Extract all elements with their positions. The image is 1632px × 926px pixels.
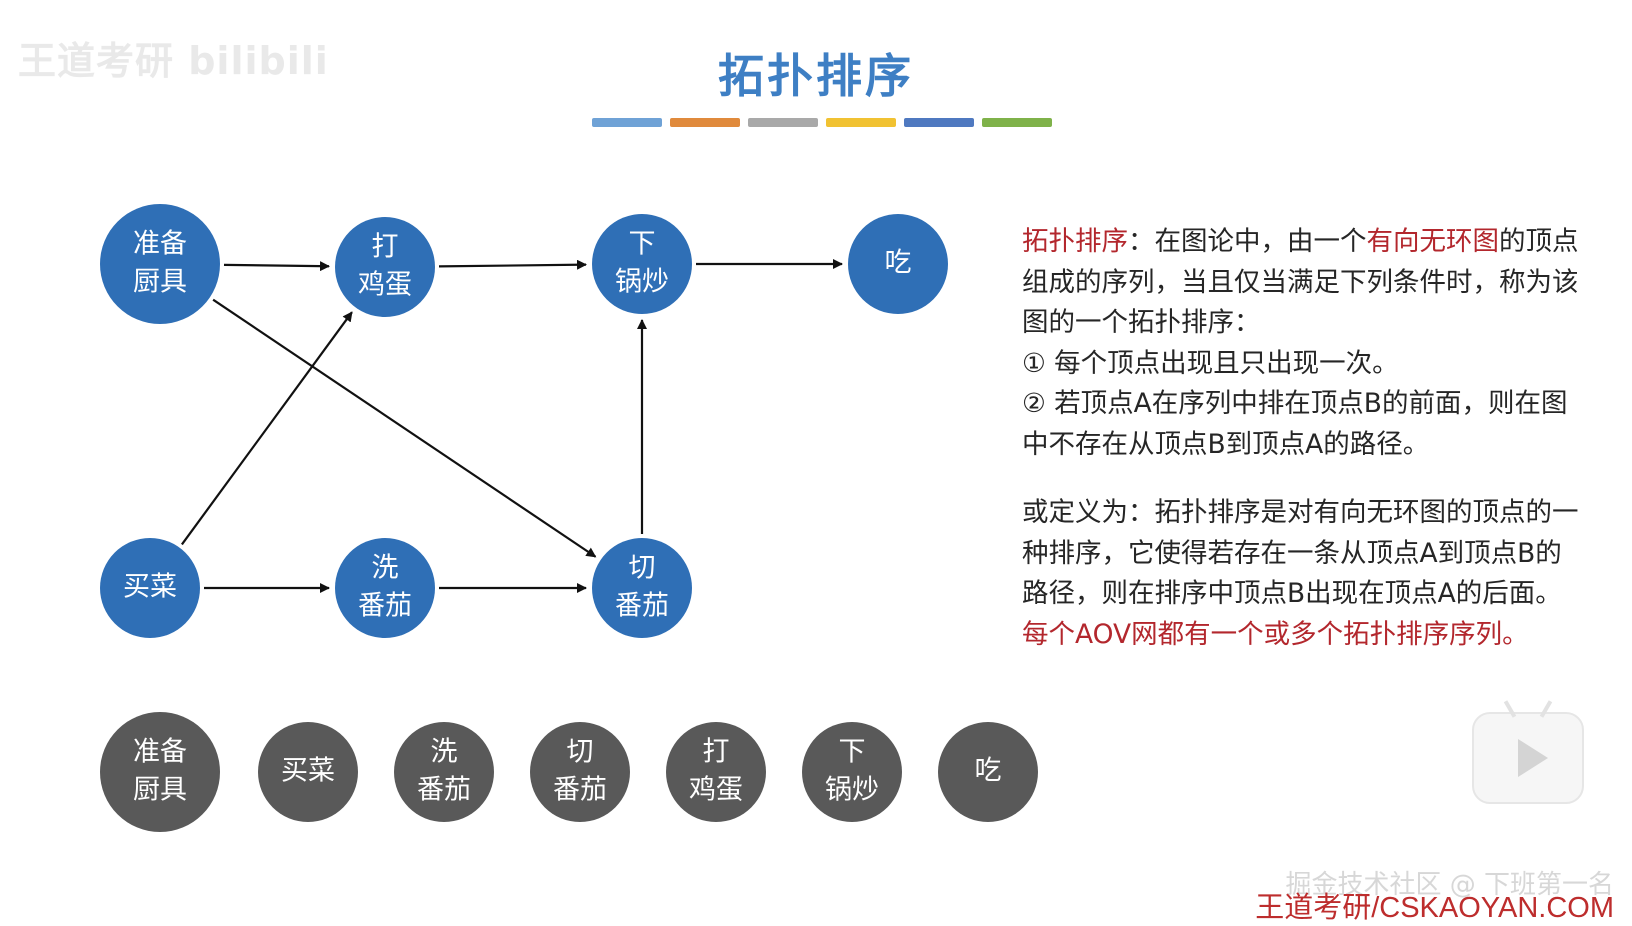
- graph-node-label: 番茄: [615, 591, 669, 622]
- graph-node-circle: [592, 214, 692, 314]
- sequence-node-label: 厨具: [133, 775, 187, 806]
- sequence-node-label: 鸡蛋: [689, 775, 743, 806]
- edge-arrow: [438, 259, 588, 270]
- play-icon: [1518, 739, 1548, 777]
- sequence-node: 买菜: [258, 722, 358, 822]
- sequence-node-circle: [802, 722, 902, 822]
- graph-node: 打鸡蛋: [335, 217, 435, 317]
- sequence-node-circle: [666, 722, 766, 822]
- graph-node-label: 厨具: [133, 267, 187, 298]
- graph-node-label: 下: [629, 229, 656, 260]
- sequence-node-circle: [100, 712, 220, 832]
- graph-node: 吃: [848, 214, 948, 314]
- sequence-node-label: 番茄: [417, 775, 471, 806]
- graph-node: 买菜: [100, 538, 200, 638]
- term-highlight: 拓扑排序: [1022, 226, 1128, 257]
- title-color-bar: [670, 118, 740, 127]
- graph-node-label: 番茄: [358, 591, 412, 622]
- graph-node-circle: [848, 214, 948, 314]
- sequence-node: 洗番茄: [394, 722, 494, 822]
- sequence-node-label: 吃: [975, 756, 1002, 787]
- graph-node-label: 打: [372, 232, 399, 263]
- sequence-node-circle: [530, 722, 630, 822]
- title-color-bars: [592, 118, 1052, 127]
- condition-2: ② 若顶点A在序列中排在顶点B的前面，则在图中不存在从顶点B到顶点A的路径。: [1022, 388, 1568, 460]
- sequence-node-label: 切: [567, 737, 594, 768]
- sequence-node-label: 锅炒: [825, 775, 879, 806]
- graph-node-circle: [100, 204, 220, 324]
- sequence-node: 吃: [938, 722, 1038, 822]
- credit-wangdao: 王道考研/CSKAOYAN.COM: [1255, 892, 1614, 924]
- definition-paragraph-1: 拓扑排序：在图论中，由一个有向无环图的顶点组成的序列，当且仅当满足下列条件时，称…: [1022, 222, 1582, 344]
- condition-1: ① 每个顶点出现且只出现一次。: [1022, 347, 1399, 379]
- graph-node-label: 洗: [372, 553, 399, 584]
- graph-node-circle: [335, 538, 435, 638]
- sequence-node-circle: [258, 722, 358, 822]
- sequence-node-label: 下: [839, 737, 866, 768]
- credit-juejin: 掘金技术社区 @ 下班第一名: [1285, 870, 1614, 900]
- graph-node-label: 准备: [133, 229, 187, 260]
- graph-node-circle: [335, 217, 435, 317]
- title-color-bar: [826, 118, 896, 127]
- sequence-node-label: 买菜: [281, 756, 335, 787]
- sequence-node-circle: [394, 722, 494, 822]
- sequence-node-label: 准备: [133, 737, 187, 768]
- graph-node-label: 锅炒: [615, 267, 669, 298]
- graph-node: 切番茄: [592, 538, 692, 638]
- definition-text-b: 的顶点组成的序列，当且仅当满足下列条件时，称为该图的一个拓扑排序：: [1022, 226, 1579, 338]
- graph-node: 下锅炒: [592, 214, 692, 314]
- edge-arrow: [223, 261, 331, 272]
- sequence-node: 下锅炒: [802, 722, 902, 822]
- definition-text: 拓扑排序：在图论中，由一个有向无环图的顶点组成的序列，当且仅当满足下列条件时，称…: [1022, 222, 1582, 655]
- title-color-bar: [748, 118, 818, 127]
- title-color-bar: [904, 118, 974, 127]
- sequence-node: 切番茄: [530, 722, 630, 822]
- sequence-node-label: 洗: [431, 737, 458, 768]
- graph-node-circle: [592, 538, 692, 638]
- graph-node-label: 鸡蛋: [358, 270, 412, 301]
- graph-node-circle: [100, 538, 200, 638]
- definition-paragraph-2: 或定义为：拓扑排序是对有向无环图的顶点的一种排序，它使得若存在一条从顶点A到顶点…: [1022, 493, 1582, 655]
- sequence-node-label: 打: [703, 737, 730, 768]
- play-button[interactable]: [1472, 700, 1584, 804]
- sequence-node-circle: [938, 722, 1038, 822]
- alt-definition: 或定义为：拓扑排序是对有向无环图的顶点的一种排序，它使得若存在一条从顶点A到顶点…: [1022, 497, 1579, 609]
- graph-node: 洗番茄: [335, 538, 435, 638]
- edge-arrow: [181, 311, 353, 546]
- graph-node-label: 买菜: [123, 572, 177, 603]
- bilibili-watermark: 王道考研 bilibili: [18, 39, 329, 83]
- title-color-bar: [982, 118, 1052, 127]
- graph-node-label: 吃: [885, 248, 912, 279]
- aov-highlight: 每个AOV网都有一个或多个拓扑排序序列。: [1022, 618, 1529, 650]
- dag-highlight: 有向无环图: [1366, 226, 1500, 257]
- edge-arrow: [212, 298, 597, 558]
- sequence-node-label: 番茄: [553, 775, 607, 806]
- graph-node-label: 切: [629, 553, 656, 584]
- sequence-node: 打鸡蛋: [666, 722, 766, 822]
- page-title: 拓扑排序: [718, 49, 914, 103]
- title-color-bar: [592, 118, 662, 127]
- definition-text-a: ：在图论中，由一个: [1128, 226, 1367, 257]
